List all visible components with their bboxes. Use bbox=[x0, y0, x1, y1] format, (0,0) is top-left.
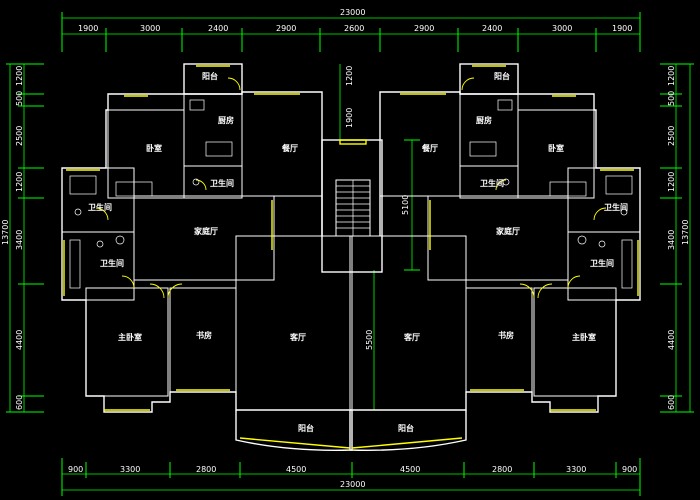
label-dining-right: 餐厅 bbox=[421, 143, 438, 153]
bottom-dim-3: 2800 bbox=[196, 465, 216, 474]
label-balcony-top-right: 阳台 bbox=[494, 71, 510, 81]
doors bbox=[95, 77, 607, 299]
right-unit-walls bbox=[349, 63, 641, 451]
top-dim-6: 2900 bbox=[414, 24, 434, 33]
label-family-hall-right: 家庭厅 bbox=[496, 226, 520, 236]
bottom-dim-7: 3300 bbox=[566, 465, 586, 474]
fixtures bbox=[69, 99, 633, 289]
left-dim-5: 3400 bbox=[15, 230, 24, 250]
right-dim-7: 600 bbox=[667, 395, 676, 410]
inner-dimensions: 1200 1900 5100 5500 bbox=[339, 64, 420, 410]
left-dim-6: 4400 bbox=[15, 330, 24, 350]
label-bathroom-left-2: 卫生间 bbox=[88, 202, 112, 212]
label-bedroom-left: 卧室 bbox=[146, 143, 162, 153]
bottom-dim-4: 4500 bbox=[286, 465, 306, 474]
right-dim-3: 2500 bbox=[667, 126, 676, 146]
top-dim-7: 2400 bbox=[482, 24, 502, 33]
label-balcony-bottom-left: 阳台 bbox=[298, 423, 314, 433]
left-total-dim: 13700 bbox=[1, 220, 10, 245]
label-kitchen-left: 厨房 bbox=[218, 115, 234, 125]
right-dim-2: 500 bbox=[667, 91, 676, 106]
inner-dim-left: 1900 bbox=[345, 108, 354, 128]
center-lower-dim: 5500 bbox=[365, 330, 374, 350]
bottom-dim-8: 900 bbox=[622, 465, 637, 474]
label-bathroom-right-3: 卫生间 bbox=[590, 258, 614, 268]
right-total-dim: 13700 bbox=[681, 220, 690, 245]
label-living-left: 客厅 bbox=[289, 332, 306, 342]
right-dim-1: 1200 bbox=[667, 66, 676, 86]
right-dim-6: 4400 bbox=[667, 330, 676, 350]
bottom-dimensions: 900 3300 2800 4500 4500 2800 3300 900 23… bbox=[61, 458, 641, 496]
label-study-right: 书房 bbox=[498, 330, 514, 340]
right-dimensions: 13700 1200 500 2500 1200 3400 4400 600 bbox=[660, 63, 694, 413]
label-bathroom-left-3: 卫生间 bbox=[100, 258, 124, 268]
bottom-total-dim: 23000 bbox=[340, 480, 365, 489]
right-dim-5: 3400 bbox=[667, 230, 676, 250]
stair-height-dim: 5100 bbox=[401, 195, 410, 215]
label-bathroom-right-2: 卫生间 bbox=[604, 202, 628, 212]
top-dim-1: 1900 bbox=[78, 24, 98, 33]
bottom-dim-2: 3300 bbox=[120, 465, 140, 474]
left-dim-1: 1200 bbox=[15, 66, 24, 86]
top-dim-8: 3000 bbox=[552, 24, 572, 33]
top-dim-4: 2900 bbox=[276, 24, 296, 33]
staircase bbox=[321, 139, 383, 273]
bottom-dim-6: 2800 bbox=[492, 465, 512, 474]
left-dim-4: 1200 bbox=[15, 172, 24, 192]
top-dim-3: 2400 bbox=[208, 24, 228, 33]
label-bedroom-right: 卧室 bbox=[548, 143, 564, 153]
left-dim-7: 600 bbox=[15, 395, 24, 410]
label-study-left: 书房 bbox=[196, 330, 212, 340]
label-bathroom-left-1: 卫生间 bbox=[210, 178, 234, 188]
room-labels-left: 阳台 厨房 卧室 餐厅 卫生间 卫生间 家庭厅 卫生间 主卧室 书房 客厅 阳台 bbox=[88, 71, 314, 433]
top-dim-5: 2600 bbox=[344, 24, 364, 33]
top-dim-9: 1900 bbox=[612, 24, 632, 33]
label-balcony-top-left: 阳台 bbox=[202, 71, 218, 81]
left-unit-walls bbox=[61, 63, 353, 451]
windows bbox=[63, 65, 639, 449]
left-dim-2: 500 bbox=[15, 91, 24, 106]
room-labels-right: 阳台 厨房 卧室 餐厅 卫生间 卫生间 家庭厅 卫生间 主卧室 书房 客厅 阳台 bbox=[398, 71, 628, 433]
bottom-dim-1: 900 bbox=[68, 465, 83, 474]
top-total-dim: 23000 bbox=[340, 8, 365, 17]
label-master-bedroom-left: 主卧室 bbox=[118, 332, 142, 342]
right-dim-4: 1200 bbox=[667, 172, 676, 192]
inner-dim-right: 1200 bbox=[345, 66, 354, 86]
label-dining-left: 餐厅 bbox=[281, 143, 298, 153]
bottom-dim-5: 4500 bbox=[400, 465, 420, 474]
label-living-right: 客厅 bbox=[403, 332, 420, 342]
label-master-bedroom-right: 主卧室 bbox=[572, 332, 596, 342]
label-kitchen-right: 厨房 bbox=[476, 115, 492, 125]
label-bathroom-right-1: 卫生间 bbox=[480, 178, 504, 188]
top-dimensions: 23000 1900 3000 2400 2900 2600 2900 2400… bbox=[61, 8, 641, 52]
top-dim-2: 3000 bbox=[140, 24, 160, 33]
label-balcony-bottom-right: 阳台 bbox=[398, 423, 414, 433]
label-family-hall-left: 家庭厅 bbox=[194, 226, 218, 236]
left-dim-3: 2500 bbox=[15, 126, 24, 146]
left-dimensions: 13700 1200 500 2500 1200 3400 4400 600 bbox=[1, 63, 44, 413]
